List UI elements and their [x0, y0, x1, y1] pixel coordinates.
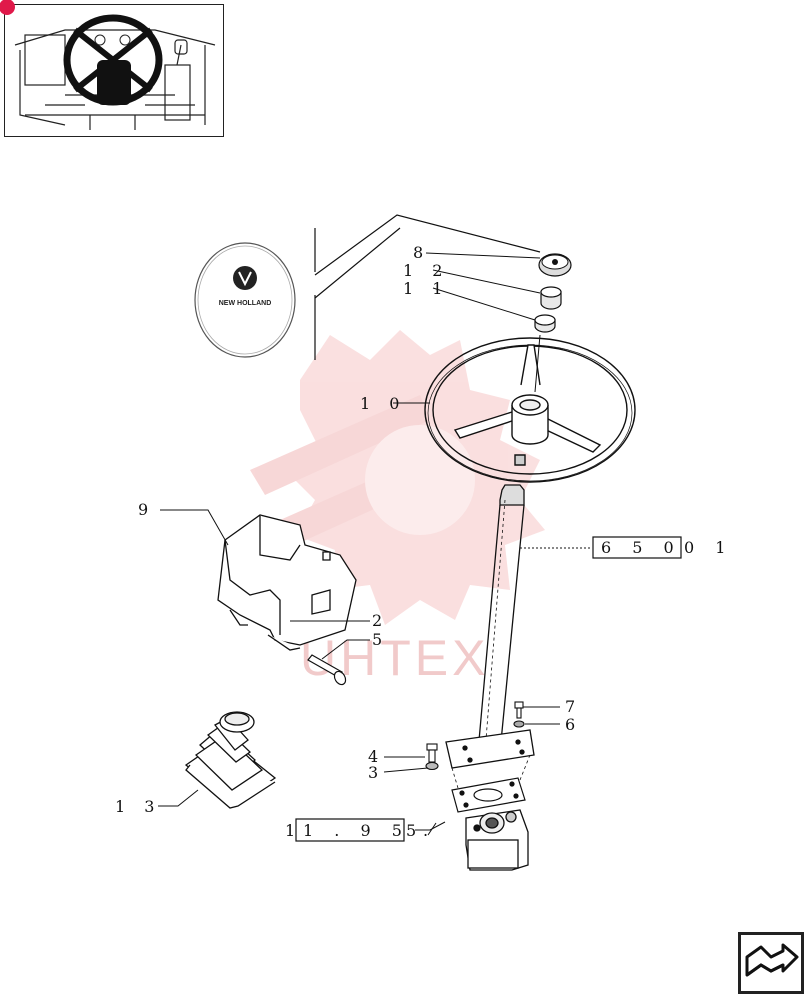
gear-lever-boot[interactable]	[184, 711, 277, 809]
reference-650-boxed: 6 5 0	[601, 538, 682, 557]
callout-boot: 1 3	[115, 797, 161, 816]
return-arrow-icon	[745, 943, 799, 977]
callout-cap-insert: 1 2	[403, 261, 449, 280]
mounting-plate[interactable]	[451, 777, 526, 813]
callout-cover: 9	[138, 500, 155, 519]
callout-steering-wheel: 1 0	[360, 394, 406, 413]
cap-insert[interactable]	[540, 286, 562, 310]
callout-cover-part: 2	[372, 611, 389, 630]
logo-text: NEW HOLLAND	[219, 300, 272, 307]
watermark-gear-logo	[250, 330, 545, 625]
bolt-and-washer-right[interactable]	[513, 701, 525, 728]
horn-cap[interactable]	[538, 253, 572, 277]
reference-1-95-5[interactable]: 1 1 . 9 5 . 5	[285, 818, 436, 842]
steering-column-cover[interactable]	[217, 514, 357, 651]
reference-650-suffix: 0 1	[684, 538, 733, 557]
new-holland-logo: NEW HOLLAND	[194, 242, 296, 358]
screw-bolt[interactable]	[307, 654, 348, 687]
callout-spacer-ring: 1 1	[403, 279, 449, 298]
callout-screw: 5	[372, 630, 389, 649]
watermark-text: UHTEX	[300, 630, 489, 686]
steering-wheel-cab-icon	[14, 14, 216, 130]
bolt-and-washer-left[interactable]	[425, 743, 439, 771]
reference-650-01[interactable]: 6 5 0 0 1	[592, 536, 733, 559]
reference-195-boxed: 1 . 9 5 .	[303, 821, 436, 840]
callout-washer-right: 6	[565, 715, 582, 734]
spacer-ring[interactable]	[534, 314, 556, 333]
location-thumbnail[interactable]	[0, 0, 224, 137]
callout-washer-left: 3	[368, 763, 385, 782]
reference-195-prefix: 1	[285, 821, 303, 840]
callout-bolt-left: 4	[368, 747, 385, 766]
callout-horn-cap: 8	[413, 243, 430, 262]
steering-motor-unit[interactable]	[465, 809, 529, 871]
callout-bolt-right: 7	[565, 697, 582, 716]
steering-column[interactable]	[445, 484, 535, 769]
return-navigation-button[interactable]	[738, 932, 804, 994]
steering-wheel[interactable]	[424, 337, 636, 483]
reference-195-suffix: 5	[406, 821, 424, 840]
thumbnail-badge	[0, 0, 15, 15]
